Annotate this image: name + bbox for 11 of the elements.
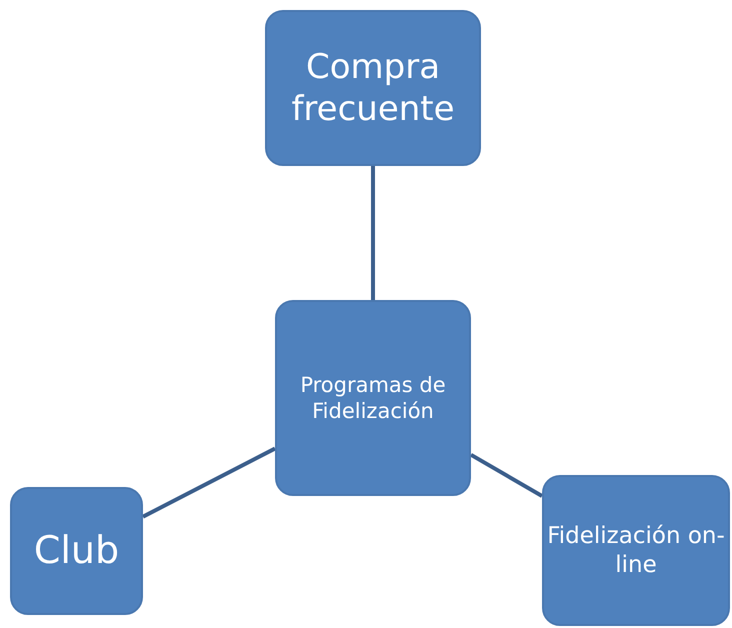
connector-line [142,446,276,518]
connector-line [371,166,375,300]
rounded-box [542,475,730,626]
rounded-box [265,10,481,166]
node-label: Programas de Fidelización [299,372,447,424]
node-label: Compra frecuente [290,46,456,130]
node-label: Club [34,527,120,574]
connector-line [470,453,543,498]
node-label: Fidelización on-line [546,522,726,580]
rounded-box [10,487,143,615]
rounded-box [275,300,471,496]
